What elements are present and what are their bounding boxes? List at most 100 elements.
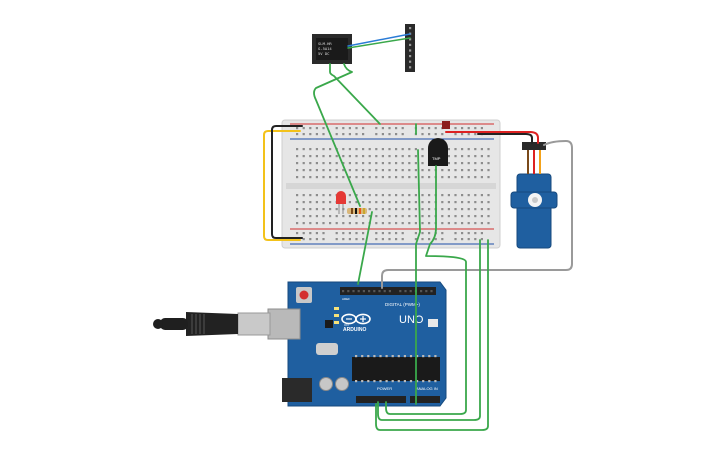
terminal-hole: [309, 155, 312, 158]
wire-green-top-1[interactable]: [347, 37, 411, 49]
terminal-hole: [467, 162, 470, 165]
small-component-top[interactable]: [442, 121, 450, 129]
wire-black[interactable]: [271, 125, 303, 239]
breadboard[interactable]: [281, 119, 501, 249]
rail-hole: [315, 133, 318, 136]
terminal-hole: [454, 208, 457, 211]
terminal-hole: [395, 208, 398, 211]
chip-pin: [385, 355, 388, 358]
wire-gray-servo-signal[interactable]: [381, 140, 573, 289]
terminal-hole: [342, 148, 345, 151]
usb-cable: [153, 312, 271, 336]
digital-pin-hole: [347, 290, 350, 293]
rail-hole: [461, 238, 464, 241]
terminal-hole: [375, 162, 378, 165]
chip-pin: [385, 380, 388, 383]
terminal-hole: [395, 201, 398, 204]
rail-hole: [467, 127, 470, 130]
terminal-hole: [296, 162, 299, 165]
terminal-hole: [362, 176, 365, 179]
terminal-hole: [329, 148, 332, 151]
terminal-hole: [388, 201, 391, 204]
rail-hole: [315, 127, 318, 130]
terminal-hole: [322, 222, 325, 225]
terminal-hole: [447, 162, 450, 165]
terminal-hole: [461, 169, 464, 172]
wire-green-5v[interactable]: [377, 239, 481, 421]
chip-pins: [355, 355, 437, 383]
rail-hole: [395, 238, 398, 241]
rail-hole: [428, 232, 431, 235]
rail-hole: [388, 133, 391, 136]
terminal-hole: [309, 194, 312, 197]
terminal-hole: [296, 222, 299, 225]
rail-hole: [335, 232, 338, 235]
wires: [263, 33, 573, 431]
wire-yellow[interactable]: [263, 130, 301, 241]
terminal-hole: [368, 155, 371, 158]
wire-black-servo[interactable]: [477, 133, 533, 144]
analog-header: [410, 396, 440, 403]
terminal-hole: [474, 201, 477, 204]
rail-hole: [296, 127, 299, 130]
reset-button-cap[interactable]: [299, 290, 309, 300]
rail-hole: [454, 127, 457, 130]
rail-hole: [342, 127, 345, 130]
relay-line3: 5V DC: [318, 51, 329, 56]
red-led[interactable]: [336, 191, 346, 214]
terminal-hole: [355, 222, 358, 225]
wire-blue-1[interactable]: [347, 33, 411, 47]
relay-line2: G-5A14: [318, 46, 332, 51]
usb-plug-metal: [237, 312, 271, 336]
wire-green-gnd[interactable]: [375, 239, 489, 431]
rail-hole: [388, 232, 391, 235]
terminal-hole: [302, 162, 305, 165]
terminal-hole: [480, 208, 483, 211]
servo-motor[interactable]: [510, 142, 558, 249]
terminal-hole: [329, 169, 332, 172]
terminal-hole: [388, 208, 391, 211]
tmp-sensor[interactable]: TMP: [428, 138, 448, 166]
wire-green-module-1[interactable]: [329, 63, 381, 125]
rail-hole: [315, 232, 318, 235]
terminal-hole: [428, 169, 431, 172]
terminal-hole: [348, 201, 351, 204]
terminal-hole: [487, 155, 490, 158]
terminal-hole: [296, 176, 299, 179]
terminal-hole: [329, 194, 332, 197]
wire-green-tmp-analog[interactable]: [385, 165, 467, 415]
terminal-hole: [408, 169, 411, 172]
terminal-hole: [408, 208, 411, 211]
terminal-hole: [487, 194, 490, 197]
wire-red-servo[interactable]: [445, 131, 539, 144]
terminal-hole: [381, 169, 384, 172]
terminal-hole: [401, 194, 404, 197]
wire-green-sensor-a0[interactable]: [415, 149, 421, 405]
arduino-uno-board[interactable]: DIGITAL (PWM~) AREF ARDUINO UNO POWER AN…: [267, 281, 447, 407]
relay-module[interactable]: SLM-HR G-5A14 5V DC: [312, 34, 352, 64]
rail-hole: [434, 133, 437, 136]
arduino-logo: [341, 313, 371, 325]
terminal-hole: [480, 148, 483, 151]
resistor[interactable]: [347, 208, 367, 214]
wire-green-module-2[interactable]: [313, 63, 361, 207]
terminal-hole: [348, 222, 351, 225]
terminal-hole: [309, 162, 312, 165]
terminal-hole: [408, 148, 411, 151]
terminal-hole: [395, 215, 398, 218]
pin-header-strip[interactable]: [405, 24, 415, 72]
terminal-hole: [414, 222, 417, 225]
led-tx-indicator: [334, 314, 339, 317]
terminal-hole: [480, 169, 483, 172]
digital-pin-hole: [430, 290, 433, 293]
chip-pin: [403, 380, 406, 383]
terminal-hole: [375, 222, 378, 225]
wire-green-led[interactable]: [357, 211, 373, 285]
terminal-hole: [441, 215, 444, 218]
rail-hole: [381, 127, 384, 130]
terminal-hole: [447, 208, 450, 211]
terminal-hole: [474, 222, 477, 225]
digital-pins: [342, 290, 433, 293]
terminal-hole: [348, 194, 351, 197]
terminal-hole: [322, 162, 325, 165]
